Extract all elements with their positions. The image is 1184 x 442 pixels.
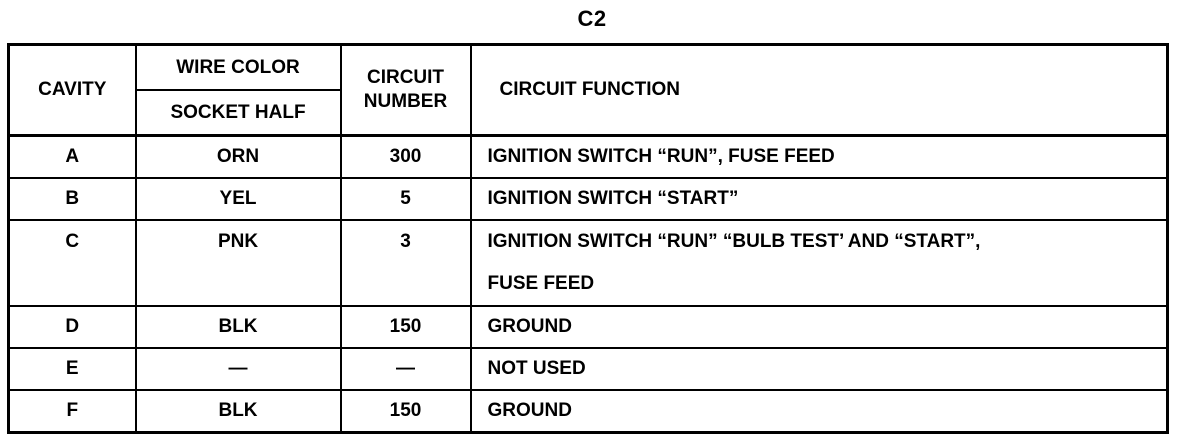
cavity-cell: A (7, 134, 137, 179)
header-circuit-number-line1: CIRCUIT (366, 67, 445, 88)
circuit-number-cell: 300 (339, 134, 472, 179)
circuit-function-cell: GROUND (469, 389, 1169, 434)
circuit-function-cell: IGNITION SWITCH “START” (469, 177, 1169, 221)
header-circuit-number-line2: NUMBER (363, 91, 448, 112)
circuit-function-cell: IGNITION SWITCH “RUN” “BULB TEST’ AND “S… (469, 219, 1169, 307)
wire-color-cell: PNK (134, 219, 342, 307)
circuit-number-cell: 150 (339, 305, 472, 349)
header-socket-half: SOCKET HALF (134, 89, 342, 137)
table-row: D BLK 150 GROUND (7, 305, 1169, 349)
circuit-number-cell: 3 (339, 219, 472, 307)
connector-pinout-table: CAVITY WIRE COLOR CIRCUIT NUMBER CIRCUIT… (7, 43, 1169, 434)
header-cavity: CAVITY (7, 43, 137, 137)
wire-color-cell: BLK (134, 389, 342, 434)
circuit-number-cell: — (339, 347, 472, 391)
connector-title: C2 (577, 6, 607, 31)
circuit-function-cell: IGNITION SWITCH “RUN”, FUSE FEED (469, 134, 1169, 179)
header-circuit-function: CIRCUIT FUNCTION (469, 43, 1169, 137)
wire-color-cell: BLK (134, 305, 342, 349)
circuit-function-line2: FUSE FEED (487, 273, 595, 294)
table-row: C PNK 3 IGNITION SWITCH “RUN” “BULB TEST… (7, 219, 1169, 307)
wire-color-cell: — (134, 347, 342, 391)
cavity-cell: C (7, 219, 137, 307)
circuit-number-cell: 5 (339, 177, 472, 221)
cavity-cell: F (7, 389, 137, 434)
circuit-function-line1: IGNITION SWITCH “RUN” “BULB TEST’ AND “S… (487, 231, 981, 252)
header-wire-color: WIRE COLOR (134, 43, 342, 91)
wire-color-cell: YEL (134, 177, 342, 221)
cavity-cell: B (7, 177, 137, 221)
circuit-function-cell: NOT USED (469, 347, 1169, 391)
circuit-number-cell: 150 (339, 389, 472, 434)
wire-color-cell: ORN (134, 134, 342, 179)
cavity-cell: D (7, 305, 137, 349)
table-row: A ORN 300 IGNITION SWITCH “RUN”, FUSE FE… (7, 134, 1169, 179)
table-row: F BLK 150 GROUND (7, 389, 1169, 434)
circuit-function-cell: GROUND (469, 305, 1169, 349)
header-circuit-number: CIRCUIT NUMBER (339, 43, 472, 137)
cavity-cell: E (7, 347, 137, 391)
table-row: B YEL 5 IGNITION SWITCH “START” (7, 177, 1169, 221)
table-row: E — — NOT USED (7, 347, 1169, 391)
